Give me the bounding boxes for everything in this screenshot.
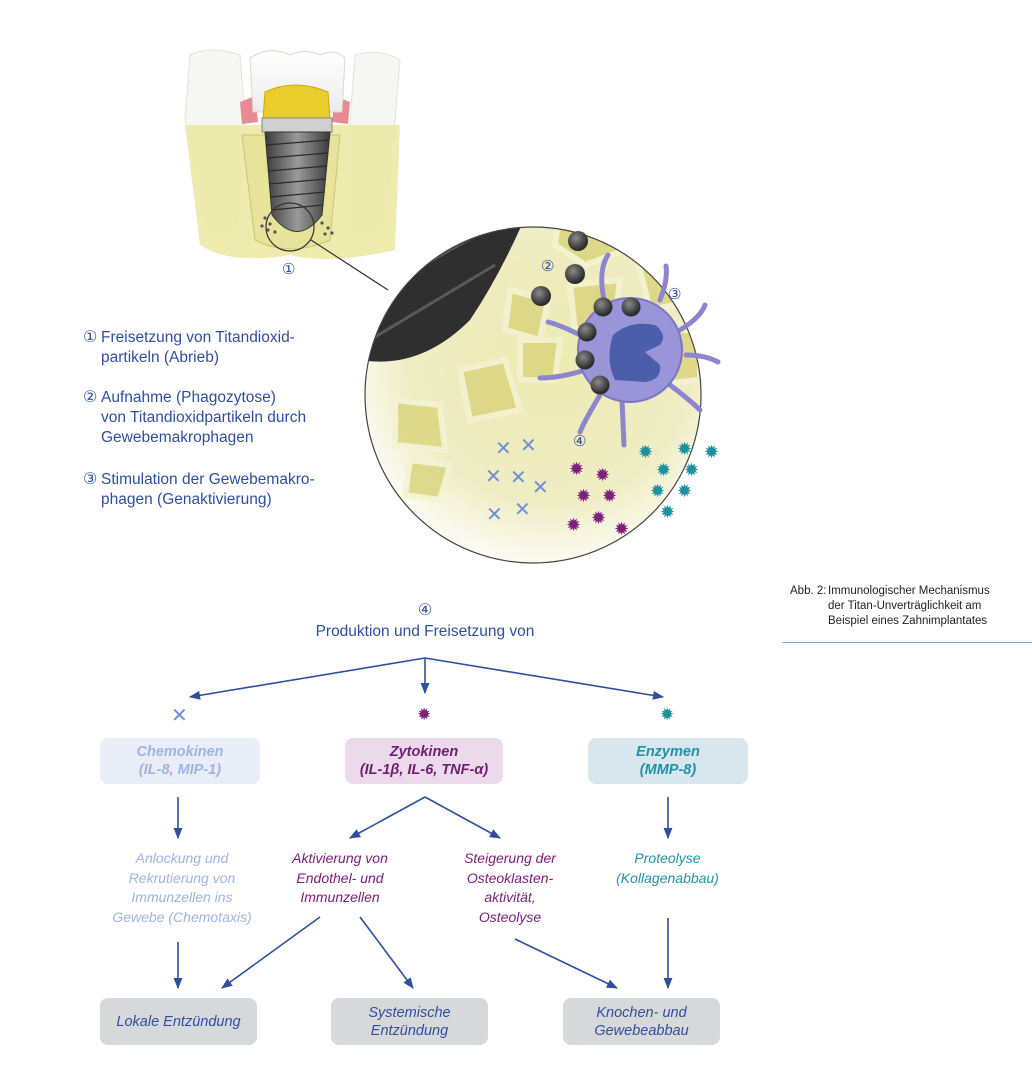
titanium-particle [565,264,585,284]
svg-text:✹: ✹ [656,460,671,481]
outcome-text: Systemische Entzündung [368,1004,451,1039]
legend-number: ① [83,329,98,346]
marker-2: ② [541,257,554,275]
marker-4: ④ [573,432,586,450]
svg-text:✹: ✹ [614,519,629,540]
category-subtitle: (MMP-8) [639,762,697,778]
titanium-particle [568,231,588,251]
outcome-systemic-inflammation: Systemische Entzündung [331,998,488,1045]
legend-number: ③ [83,471,98,488]
zoomed-tissue-illustration: ✕✕ ✕✕ ✕✕ ✕ ✹✹ ✹✹ ✹✹ ✹ ✹✹ ✹✹ ✹✹ ✹✹ [364,226,721,564]
flowchart-title: Produktion und Freisetzung von [315,623,535,640]
svg-text:✕: ✕ [510,465,527,489]
chemokine-cluster: ✕✕ ✕✕ ✕✕ ✕ [485,433,549,526]
outcome-text: Lokale Entzündung [116,1013,241,1030]
flowchart-arrows [173,657,673,990]
svg-text:✕: ✕ [485,464,502,488]
effect-osteolysis: Steigerung der Osteoklasten- aktivität, … [464,850,556,925]
svg-text:✹: ✹ [566,515,581,536]
legend-number: ② [83,389,98,406]
svg-text:✕: ✕ [486,502,503,526]
svg-text:✹: ✹ [650,481,665,502]
svg-text:✹: ✹ [638,442,653,463]
category-title: Enzymen [636,744,700,760]
cytokine-cluster: ✹✹ ✹✹ ✹✹ ✹ [566,459,629,540]
macrophage-icon [537,252,721,448]
effect-proteolysis: Proteolyse (Kollagenabbau) [616,850,719,886]
category-box-cytokine: Zytokinen (IL-1β, IL-6, TNF-α) [345,738,503,784]
marker-3: ③ [668,285,681,303]
svg-text:✹: ✹ [595,465,610,486]
category-subtitle: (IL-1β, IL-6, TNF-α) [359,762,489,778]
arrow-cytokine-effect-1 [349,796,426,839]
arrow-to-enzyme [424,657,665,700]
caption-label: Abb. 2: [790,585,827,597]
legend-text: Stimulation der Gewebemakro- phagen (Gen… [101,471,315,508]
caption-divider [782,642,1032,643]
enzyme-cluster: ✹✹ ✹✹ ✹✹ ✹✹ [638,439,719,523]
svg-text:✕: ✕ [495,436,512,460]
svg-text:✹: ✹ [602,486,617,507]
svg-text:✹: ✹ [569,459,584,480]
svg-text:✹: ✹ [704,442,719,463]
cytokine-icon: ✹ [417,705,431,725]
outcome-local-inflammation: Lokale Entzündung [100,998,257,1045]
effect-chemotaxis: Anlockung und Rekrutierung von Immunzell… [112,850,252,925]
arrow-to-systemic [359,916,414,989]
svg-text:✕: ✕ [514,497,531,521]
outcome-bone-tissue-loss: Knochen- und Gewebeabbau [563,998,720,1045]
effect-cell-activation: Aktivierung von Endothel- und Immunzelle… [292,850,388,905]
legend-text: Freisetzung von Titandioxid- partikeln (… [101,329,295,366]
svg-text:✕: ✕ [520,433,537,457]
category-title: Zytokinen [389,744,459,760]
arrow-to-chemokine [188,657,426,700]
titanium-particle [531,286,551,306]
outcome-text: Knochen- und Gewebeabbau [594,1004,689,1039]
svg-text:✕: ✕ [532,475,549,499]
chemokine-icon: ✕ [171,703,188,727]
arrow-osteolysis-to-bone [514,938,619,989]
category-box-enzyme: Enzymen (MMP-8) [588,738,748,784]
svg-text:✹: ✹ [576,486,591,507]
svg-text:✹: ✹ [677,439,692,460]
category-title: Chemokinen [136,744,224,760]
legend-text: Aufnahme (Phagozytose) von Titandioxidpa… [101,389,307,446]
tooth-implant-illustration [184,49,401,291]
svg-text:✹: ✹ [591,508,606,529]
marker-1: ① [282,260,295,278]
enzyme-icon: ✹ [660,705,674,725]
caption-text: Immunologischer Mechanismus der Titan-Un… [828,585,990,627]
category-subtitle: (IL-8, MIP-1) [138,762,222,778]
arrow-to-local-2 [221,916,321,989]
svg-text:✹: ✹ [684,460,699,481]
arrow-cytokine-effect-2 [424,796,501,839]
svg-text:✹: ✹ [660,502,675,523]
category-box-chemokine: Chemokinen (IL-8, MIP-1) [100,738,260,784]
flowchart-step-number: ④ [417,602,433,619]
svg-text:✹: ✹ [677,481,692,502]
